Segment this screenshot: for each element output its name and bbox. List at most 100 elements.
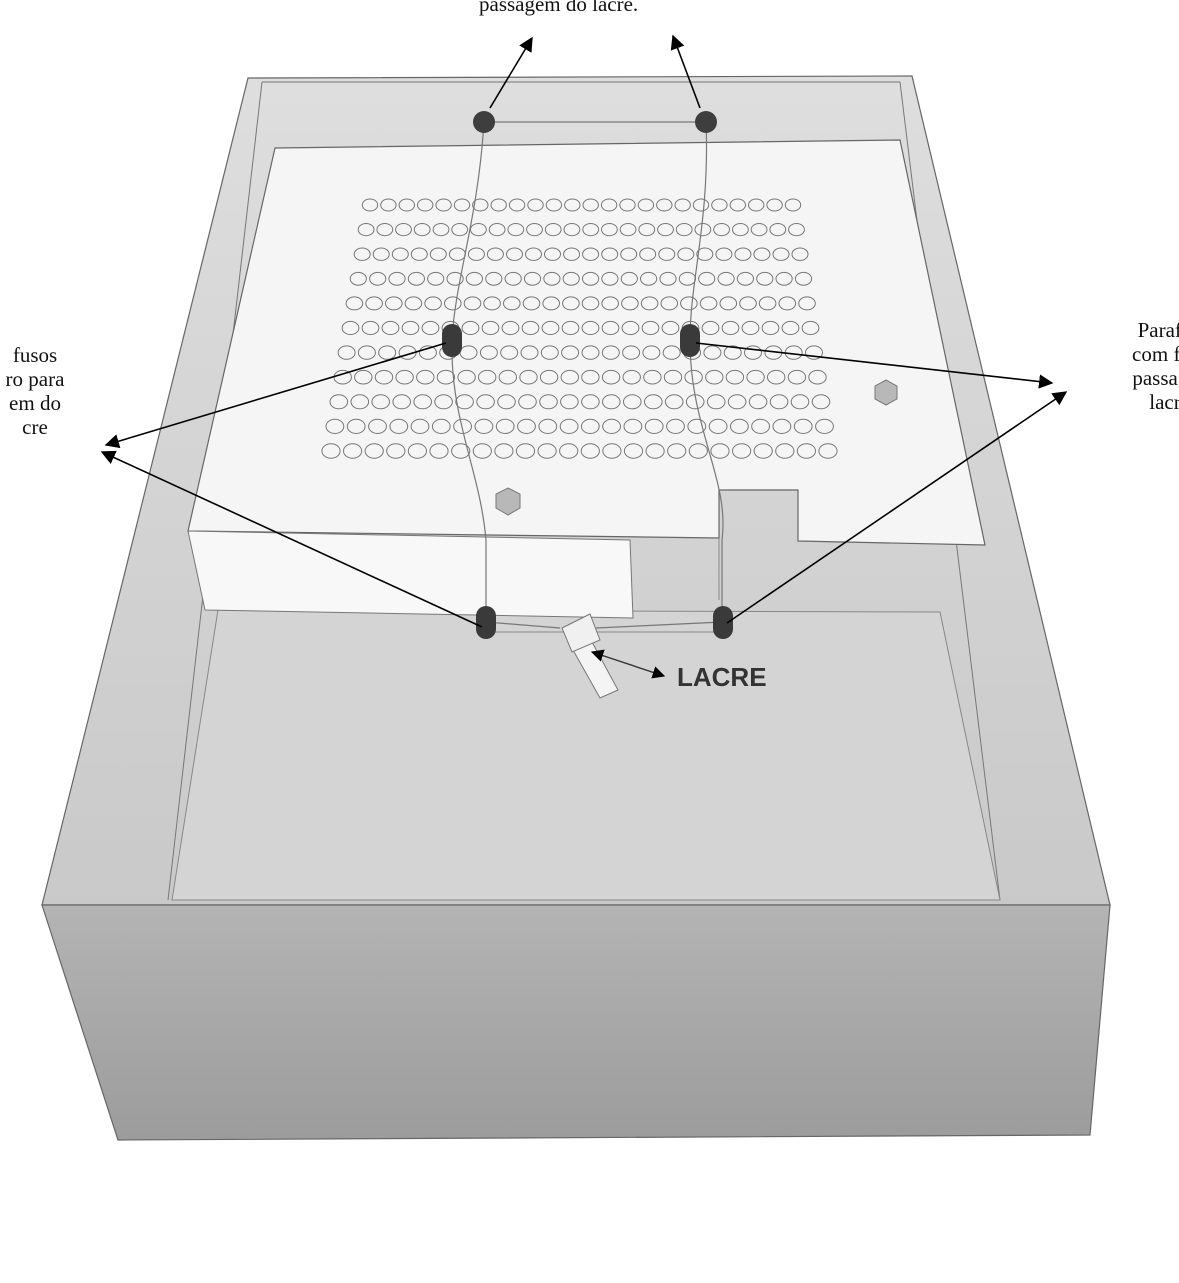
ballot-hole (775, 443, 795, 459)
ballot-hole (794, 271, 813, 286)
ballot-hole (639, 247, 657, 261)
ballot-hole (381, 320, 400, 336)
ballot-hole (688, 443, 708, 459)
ballot-hole (739, 296, 757, 311)
ballot-hole (388, 271, 406, 286)
ballot-hole (641, 320, 660, 336)
ballot-hole (750, 223, 768, 237)
ballot-hole (600, 198, 618, 212)
ballot-hole (561, 345, 580, 360)
seal-bolt-bottom-left (476, 606, 496, 639)
ballot-hole (582, 271, 600, 286)
ballot-hole (619, 223, 637, 237)
ballot-hole (666, 418, 685, 434)
ballot-hole (677, 247, 695, 261)
ballot-hole (451, 443, 471, 459)
ballot-hole (538, 418, 558, 434)
ballot-hole (781, 320, 800, 336)
ballot-hole (601, 223, 618, 237)
ballot-hole (621, 296, 639, 311)
ballot-hole (659, 271, 677, 286)
ballot-hole (788, 223, 805, 237)
ballot-hole (721, 320, 740, 336)
seal-label: LACRE (677, 662, 767, 692)
ballot-hole (483, 296, 501, 311)
ballot-hole (504, 271, 522, 286)
seal-bolt-top-right (695, 111, 717, 133)
ballot-hole (582, 223, 600, 237)
ballot-hole (694, 223, 712, 237)
ballot-hole (501, 320, 520, 336)
callout-top: passagem do lacre. (479, 0, 639, 16)
ballot-hole (791, 247, 809, 261)
ballot-hole (640, 296, 659, 311)
ballot-hole (582, 247, 600, 261)
ballot-hole (623, 443, 644, 459)
ballot-hole-grid (321, 198, 838, 459)
ballot-hole (602, 418, 621, 434)
ballot-hole (446, 271, 464, 286)
ballot-hole (644, 394, 663, 410)
ballot-hole (808, 369, 827, 385)
ballot-hole (526, 223, 543, 237)
ballot-hole (643, 369, 662, 385)
ballot-hole (519, 369, 538, 385)
ballot-hole (581, 296, 600, 311)
ballot-hole (429, 247, 447, 261)
ballot-hole (544, 223, 562, 237)
ballot-hole (620, 247, 638, 261)
ballot-hole (361, 320, 380, 336)
ballot-hole (622, 345, 641, 360)
top-panel (187, 139, 986, 546)
ballot-hole (453, 418, 473, 434)
ballot-hole (495, 418, 515, 434)
ballot-hole (374, 369, 394, 385)
ballot-hole (486, 247, 504, 261)
ballot-hole (620, 271, 638, 286)
ballot-hole (730, 418, 749, 434)
ballot-hole (622, 369, 641, 385)
ballot-hole (711, 198, 728, 212)
ballot-hole (507, 223, 525, 237)
ballot-hole (543, 271, 561, 286)
ballot-hole (321, 443, 341, 459)
arrow-bottom-left (100, 450, 483, 628)
ballot-hole (461, 320, 480, 336)
ballot-hole (706, 394, 726, 410)
ballot-hole (503, 296, 521, 311)
ballot-hole (801, 320, 820, 336)
ballot-hole (560, 394, 579, 410)
ballot-hole (559, 418, 579, 434)
ballot-hole (778, 296, 797, 311)
ballot-hole (357, 223, 375, 237)
ballot-hole (560, 369, 579, 385)
ballot-hole (674, 198, 691, 212)
ballot-hole (488, 223, 506, 237)
ballot-hole (463, 296, 482, 311)
ballot-hole (431, 418, 451, 434)
ballot-hole (341, 320, 360, 336)
ballot-hole (818, 443, 838, 459)
ballot-hole (698, 271, 716, 286)
ballot-hole (729, 198, 746, 212)
ballot-hole (748, 394, 768, 410)
ballot-hole (734, 247, 752, 261)
ballot-hole (389, 418, 409, 434)
ballot-hole (345, 296, 364, 311)
ballot-hole (481, 320, 500, 336)
ballot-hole (696, 247, 714, 261)
ballot-hole (753, 247, 771, 261)
ballot-hole (451, 223, 469, 237)
ballot-hole (657, 223, 674, 237)
ballot-hole (521, 320, 540, 336)
ballot-hole (506, 247, 523, 261)
seal-bolt-mid-left (442, 324, 462, 357)
ballot-hole (472, 443, 492, 459)
ballot-hole (354, 369, 373, 385)
ballot-hole (703, 345, 722, 360)
ballot-hole (407, 443, 427, 459)
ballot-hole (601, 369, 621, 385)
ballot-hole (424, 296, 442, 311)
ballot-hole (413, 223, 431, 237)
ballot-hole (544, 247, 561, 261)
